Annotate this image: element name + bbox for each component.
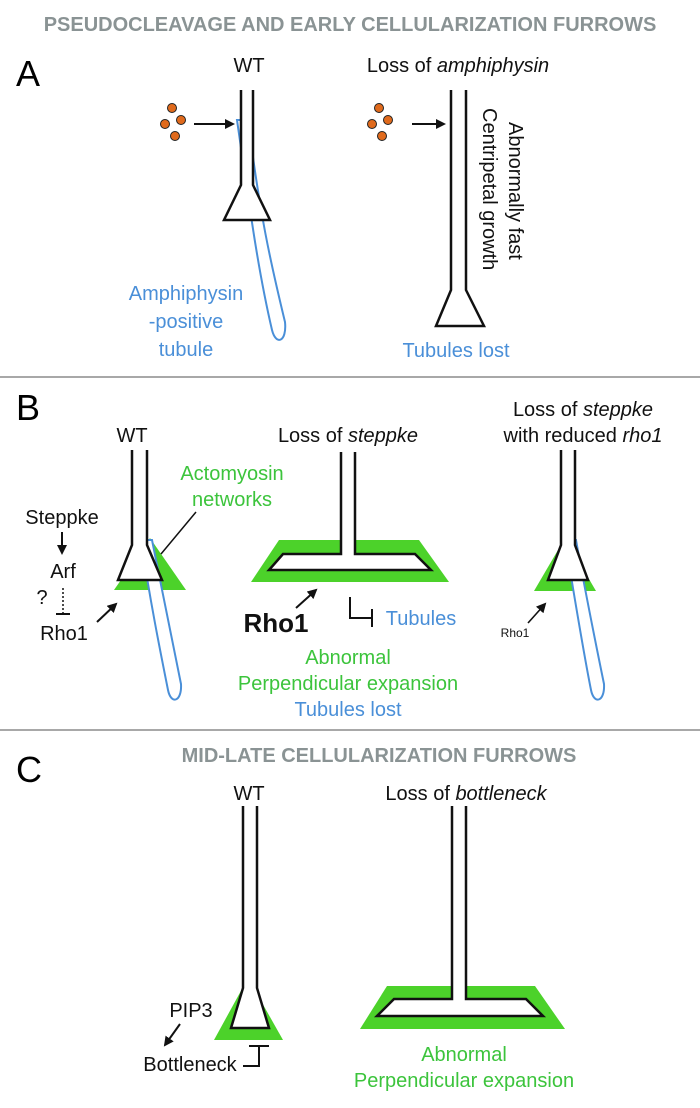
rho1-label-big: Rho1 — [244, 608, 309, 638]
panel-b-loss-title: Loss of steppke — [278, 425, 418, 447]
furrow-wt-a — [222, 90, 272, 222]
rho1-arrow-wt — [96, 602, 118, 623]
actomyosin-label-1: Actomyosin — [180, 463, 283, 485]
furrow-loss-amphiphysin — [434, 90, 487, 328]
abnormal-label-b: Abnormal — [305, 647, 391, 669]
panel-c-wt-title: WT — [233, 783, 264, 805]
panel-b-wt-title: WT — [116, 425, 147, 447]
rho1-label-wt: Rho1 — [40, 623, 88, 645]
panel-c-letter: C — [16, 749, 42, 790]
section-header-early: PSEUDOCLEAVAGE AND EARLY CELLULARIZATION… — [44, 14, 657, 36]
tubules-lost-a: Tubules lost — [402, 340, 510, 362]
question-label: ? — [36, 587, 47, 609]
panel-a-wt-title: WT — [233, 55, 264, 77]
panel-a: A WT Loss of amphiphysin Amphiphysin -po… — [16, 53, 549, 362]
panel-b-letter: B — [16, 387, 40, 428]
rho1-label-small: Rho1 — [501, 626, 530, 640]
tubules-lost-b: Tubules lost — [294, 699, 402, 721]
furrow-loss-steppke — [266, 452, 435, 572]
furrow-reduced — [546, 450, 590, 582]
panel-a-loss-title: Loss of amphiphysin — [367, 55, 549, 77]
furrow-loss-bottleneck — [373, 806, 547, 1018]
pip3-label: PIP3 — [169, 1000, 212, 1022]
reduced-title-line2: with reduced rho1 — [503, 425, 663, 447]
bottleneck-inhibit-line — [243, 1046, 260, 1067]
pip3-arrow — [163, 1023, 181, 1047]
vesicle-cluster-wt — [160, 103, 186, 141]
panel-c-loss-title: Loss of bottleneck — [385, 783, 547, 805]
steppke-label: Steppke — [25, 507, 98, 529]
actomyosin-pointer — [160, 511, 197, 555]
panel-c: MID-LATE CELLULARIZATION FURROWS C WT Lo… — [16, 745, 576, 1092]
abnormally-fast-label: Abnormally fast — [504, 122, 526, 260]
panel-a-letter: A — [16, 53, 40, 94]
perpendicular-label-c: Perpendicular expansion — [354, 1070, 574, 1092]
tubules-label: Tubules — [386, 608, 456, 630]
rho1-arrow-steppke — [295, 588, 318, 609]
amphiphysin-label-2: -positive — [149, 311, 223, 333]
actomyosin-label-2: networks — [192, 489, 272, 511]
abnormal-label-c: Abnormal — [421, 1044, 507, 1066]
tubules-inhibit-line — [349, 597, 372, 619]
perpendicular-label-b: Perpendicular expansion — [238, 673, 458, 695]
arf-label: Arf — [50, 561, 76, 583]
furrow-wt-c — [229, 806, 271, 1030]
bottleneck-label: Bottleneck — [143, 1054, 237, 1076]
panel-b: B WT Actomyosin networks Steppke Arf ? R… — [16, 387, 663, 721]
amphiphysin-label-3: tubule — [159, 339, 214, 361]
furrow-wt-b — [116, 450, 164, 582]
amphiphysin-label-1: Amphiphysin — [129, 283, 244, 305]
rho1-arrow-reduced — [527, 602, 547, 624]
section-header-mid: MID-LATE CELLULARIZATION FURROWS — [182, 745, 577, 767]
vesicle-cluster-loss — [367, 103, 393, 141]
centripetal-growth-label: Centripetal growth — [478, 108, 500, 270]
reduced-title-line1: Loss of steppke — [513, 399, 653, 421]
